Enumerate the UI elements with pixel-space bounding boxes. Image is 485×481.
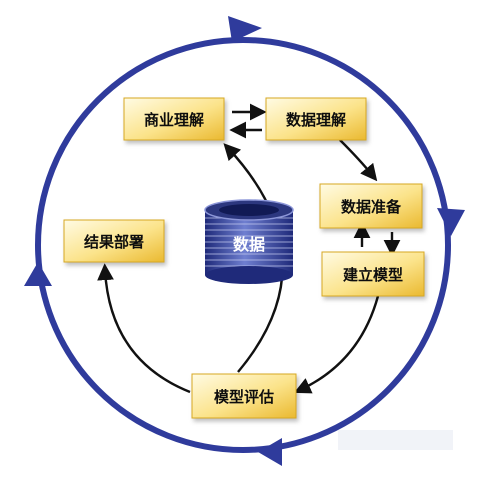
box-business-understanding: 商业理解 xyxy=(123,97,225,141)
business-understanding-label: 商业理解 xyxy=(144,111,204,129)
evaluation-label: 模型评估 xyxy=(214,388,274,406)
arrow-modeling-to-evaluation xyxy=(293,295,380,394)
cycle-arrow-left xyxy=(24,262,52,286)
deployment-label: 结果部署 xyxy=(84,233,144,251)
cycle-arrow-right xyxy=(437,208,465,236)
data-label: 数据 xyxy=(233,235,265,254)
modeling-label: 建立模型 xyxy=(343,266,403,284)
arrow-evaluation-to-deployment xyxy=(97,263,191,394)
faint-strip xyxy=(338,430,453,450)
cycle-arrow-top xyxy=(228,16,262,42)
data-cylinder: 数据 xyxy=(204,199,294,284)
box-deployment: 结果部署 xyxy=(63,219,165,263)
cycle-ring xyxy=(24,16,465,466)
cycle-arrow-bottom xyxy=(258,438,282,466)
arrow-data-understanding-to-preparation xyxy=(339,139,378,182)
box-evaluation: 模型评估 xyxy=(191,373,297,419)
data-understanding-label: 数据理解 xyxy=(286,111,346,129)
box-data-understanding: 数据理解 xyxy=(265,97,367,141)
box-data-preparation: 数据准备 xyxy=(319,183,423,229)
data-preparation-label: 数据准备 xyxy=(341,198,402,216)
box-modeling: 建立模型 xyxy=(321,251,425,297)
